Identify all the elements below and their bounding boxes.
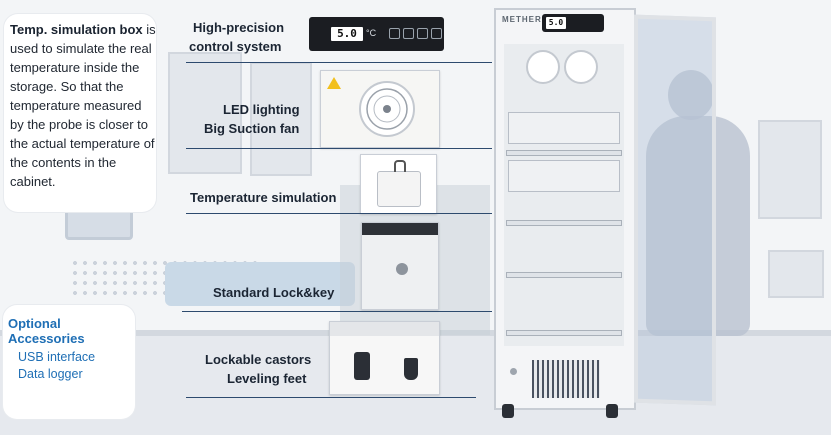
fridge-shelf	[506, 150, 622, 156]
callout-sim-rule	[186, 213, 492, 214]
anatomy-poster-right	[250, 62, 312, 176]
fridge-glass-door	[634, 14, 716, 406]
callout-fan-line1: LED lighting	[223, 102, 300, 117]
panel-button-icon	[417, 28, 428, 39]
control-panel-thumbnail: 5.0 °C	[309, 17, 444, 51]
callout-control-line1: High-precision	[193, 20, 285, 35]
temp-simulation-text: Temp. simulation box is used to simulate…	[10, 20, 156, 191]
castor-thumbnail	[329, 321, 440, 395]
callout-castors-rule	[186, 397, 476, 398]
fridge-brand-label: METHER	[502, 15, 542, 24]
sim-box-thumbnail	[360, 154, 437, 214]
fan-icon	[526, 50, 560, 84]
background-wall-panel	[768, 250, 824, 298]
warning-icon	[327, 77, 341, 89]
refrigerator: METHER 5.0	[494, 8, 636, 410]
callout-control-rule	[186, 62, 492, 63]
panel-button-icon	[389, 28, 400, 39]
fan-icon	[359, 81, 415, 137]
lock-icon	[396, 263, 408, 275]
castor-wheel-icon	[354, 352, 370, 380]
fan-thumbnail	[320, 70, 440, 148]
callout-fan-line2: Big Suction fan	[204, 121, 300, 136]
fridge-interior	[504, 44, 624, 346]
fridge-shelf	[506, 272, 622, 278]
accessories-title: Optional Accessories	[8, 316, 85, 346]
lock-thumbnail	[361, 222, 439, 310]
fridge-control-panel: 5.0	[542, 14, 604, 32]
fridge-drawer	[508, 160, 620, 192]
control-panel-display: 5.0	[331, 27, 363, 41]
accessory-item: Data logger	[18, 367, 83, 381]
leveling-foot-icon	[404, 358, 418, 380]
callout-lock-rule	[182, 311, 492, 312]
fridge-shelf	[506, 330, 622, 336]
callout-castors-line1: Lockable castors	[205, 352, 312, 367]
lock-thumbnail-frame	[362, 223, 438, 235]
background-exam-bed	[165, 262, 355, 306]
control-panel-unit: °C	[366, 28, 377, 38]
fridge-drawer	[508, 112, 620, 144]
anatomy-poster-left	[168, 52, 242, 174]
castor-thumbnail-base	[330, 322, 439, 336]
temp-simulation-body: is used to simulate the real temperature…	[10, 22, 156, 189]
fridge-castor-icon	[606, 404, 618, 418]
fridge-castor-icon	[502, 404, 514, 418]
doctor-silhouette-head	[668, 70, 714, 120]
callout-castors-line2: Leveling feet	[227, 371, 307, 386]
fridge-lock-icon	[510, 368, 517, 375]
temp-simulation-title: Temp. simulation box	[10, 22, 143, 37]
temp-simulation-card: Temp. simulation box is used to simulate…	[4, 14, 156, 212]
anatomy-poster-far-right	[758, 120, 822, 219]
fridge-shelf	[506, 220, 622, 226]
fridge-vent-grille	[532, 360, 600, 398]
fridge-display: 5.0	[546, 17, 566, 29]
callout-lock-label: Standard Lock&key	[213, 285, 335, 300]
panel-button-icon	[403, 28, 414, 39]
accessory-item: USB interface	[18, 350, 96, 364]
callout-sim-label: Temperature simulation	[190, 190, 337, 205]
panel-button-icon	[431, 28, 442, 39]
callout-control-line2: control system	[189, 39, 282, 54]
accessories-card: Optional Accessories USB interface Data …	[3, 305, 135, 419]
callout-fan-rule	[186, 148, 492, 149]
doctor-silhouette-body	[646, 116, 750, 336]
sim-box-probe-icon	[394, 160, 406, 172]
fan-icon	[564, 50, 598, 84]
sim-box-icon	[377, 171, 421, 207]
